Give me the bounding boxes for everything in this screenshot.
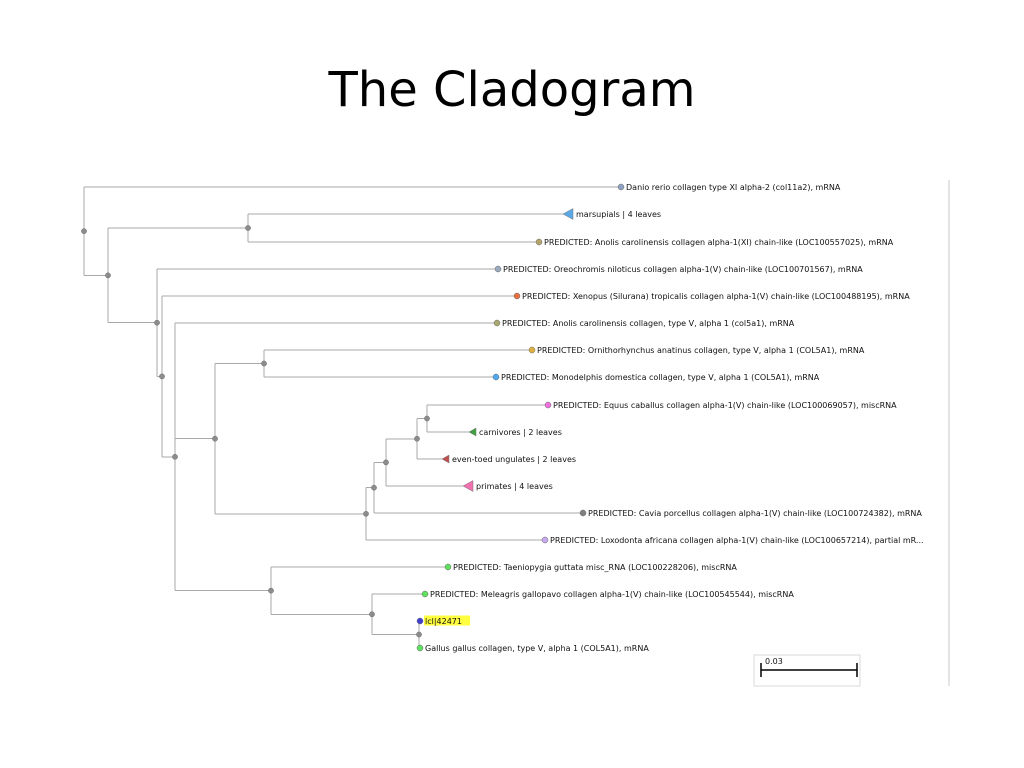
- internal-node[interactable]: [245, 225, 251, 231]
- leaf-node-marker[interactable]: [617, 183, 625, 191]
- leaf-node-marker[interactable]: [535, 238, 543, 246]
- scale-bar-label: 0.03: [765, 657, 783, 666]
- tree-leaf[interactable]: PREDICTED: Equus caballus collagen alpha…: [544, 401, 897, 410]
- leaf-label: PREDICTED: Loxodonta africana collagen a…: [550, 536, 924, 545]
- tree-leaves: Danio rerio collagen type XI alpha-2 (co…: [416, 183, 924, 653]
- internal-node[interactable]: [212, 435, 218, 442]
- scale-bar: 0.03: [753, 654, 861, 687]
- leaf-label: PREDICTED: Ornithorhynchus anatinus coll…: [537, 346, 865, 355]
- leaf-label: PREDICTED: Xenopus (Silurana) tropicalis…: [522, 292, 910, 301]
- leaf-label: PREDICTED: Taeniopygia guttata misc_RNA …: [453, 563, 737, 572]
- internal-node[interactable]: [81, 228, 87, 235]
- leaf-label: PREDICTED: Meleagris gallopavo collagen …: [430, 590, 794, 599]
- internal-node[interactable]: [369, 611, 375, 618]
- leaf-label: PREDICTED: Oreochromis niloticus collage…: [503, 265, 863, 274]
- leaf-node-marker[interactable]: [493, 319, 501, 327]
- leaf-node-marker[interactable]: [541, 536, 549, 544]
- tree-leaf[interactable]: marsupials | 4 leaves: [562, 208, 661, 220]
- tree-leaf[interactable]: PREDICTED: Xenopus (Silurana) tropicalis…: [513, 292, 910, 301]
- tree-leaf[interactable]: PREDICTED: Taeniopygia guttata misc_RNA …: [444, 563, 737, 572]
- tree-leaf[interactable]: PREDICTED: Monodelphis domestica collage…: [492, 373, 820, 382]
- leaf-label: primates | 4 leaves: [476, 482, 553, 491]
- tree-leaf[interactable]: PREDICTED: Meleagris gallopavo collagen …: [421, 590, 794, 599]
- tree-leaf[interactable]: Gallus gallus collagen, type V, alpha 1 …: [416, 644, 649, 653]
- leaf-label: Gallus gallus collagen, type V, alpha 1 …: [425, 644, 649, 653]
- leaf-node-marker[interactable]: [421, 590, 429, 598]
- leaf-node-marker[interactable]: [444, 563, 452, 571]
- collapsed-clade-icon[interactable]: [462, 480, 474, 492]
- tree-leaf[interactable]: PREDICTED: Anolis carolinensis collagen …: [535, 238, 894, 247]
- tree-leaf[interactable]: primates | 4 leaves: [462, 480, 553, 492]
- tree-leaf[interactable]: PREDICTED: Anolis carolinensis collagen,…: [493, 319, 795, 328]
- leaf-node-marker[interactable]: [492, 373, 500, 381]
- internal-node[interactable]: [261, 360, 267, 367]
- tree-branches: [83, 186, 621, 649]
- internal-node[interactable]: [268, 587, 274, 594]
- leaf-node-marker[interactable]: [416, 644, 424, 652]
- tree-leaf[interactable]: PREDICTED: Loxodonta africana collagen a…: [541, 536, 924, 545]
- leaf-label: PREDICTED: Equus caballus collagen alpha…: [553, 401, 897, 410]
- leaf-label: marsupials | 4 leaves: [576, 210, 661, 219]
- internal-node[interactable]: [159, 373, 165, 380]
- internal-node[interactable]: [172, 453, 178, 460]
- tree-leaf[interactable]: PREDICTED: Ornithorhynchus anatinus coll…: [528, 346, 865, 355]
- tree-leaf[interactable]: carnivores | 2 leaves: [468, 427, 562, 437]
- internal-node[interactable]: [363, 510, 369, 517]
- leaf-node-marker[interactable]: [544, 401, 552, 409]
- leaf-label: Danio rerio collagen type XI alpha-2 (co…: [626, 183, 841, 192]
- collapsed-clade-icon[interactable]: [468, 427, 477, 437]
- collapsed-clade-icon[interactable]: [562, 208, 574, 220]
- leaf-label: PREDICTED: Monodelphis domestica collage…: [501, 373, 820, 382]
- leaf-label: PREDICTED: Anolis carolinensis collagen …: [544, 238, 894, 247]
- tree-leaf[interactable]: Danio rerio collagen type XI alpha-2 (co…: [617, 183, 841, 192]
- tree-leaf[interactable]: lcl|42471: [416, 615, 471, 627]
- leaf-node-marker[interactable]: [528, 346, 536, 354]
- leaf-label: even-toed ungulates | 2 leaves: [452, 455, 576, 464]
- tree-nodes: [81, 225, 430, 638]
- leaf-label: carnivores | 2 leaves: [479, 428, 562, 437]
- internal-node[interactable]: [371, 484, 377, 491]
- internal-node[interactable]: [416, 631, 422, 638]
- internal-node[interactable]: [414, 435, 420, 442]
- tree-leaf[interactable]: even-toed ungulates | 2 leaves: [441, 454, 576, 464]
- internal-node[interactable]: [424, 415, 430, 422]
- leaf-label: PREDICTED: Anolis carolinensis collagen,…: [502, 319, 795, 328]
- collapsed-clade-icon[interactable]: [441, 454, 450, 464]
- internal-node[interactable]: [105, 272, 111, 279]
- tree-leaf[interactable]: PREDICTED: Cavia porcellus collagen alph…: [579, 509, 922, 518]
- leaf-node-marker[interactable]: [513, 292, 521, 300]
- leaf-node-marker[interactable]: [494, 265, 502, 273]
- query-highlight: [424, 615, 471, 626]
- leaf-node-marker[interactable]: [416, 617, 424, 625]
- internal-node[interactable]: [154, 319, 160, 326]
- leaf-label: PREDICTED: Cavia porcellus collagen alph…: [588, 509, 922, 518]
- leaf-node-marker[interactable]: [579, 509, 587, 517]
- slide-title: The Cladogram: [328, 62, 696, 118]
- leaf-label: lcl|42471: [425, 617, 462, 626]
- tree-leaf[interactable]: PREDICTED: Oreochromis niloticus collage…: [494, 265, 863, 274]
- internal-node[interactable]: [383, 459, 389, 466]
